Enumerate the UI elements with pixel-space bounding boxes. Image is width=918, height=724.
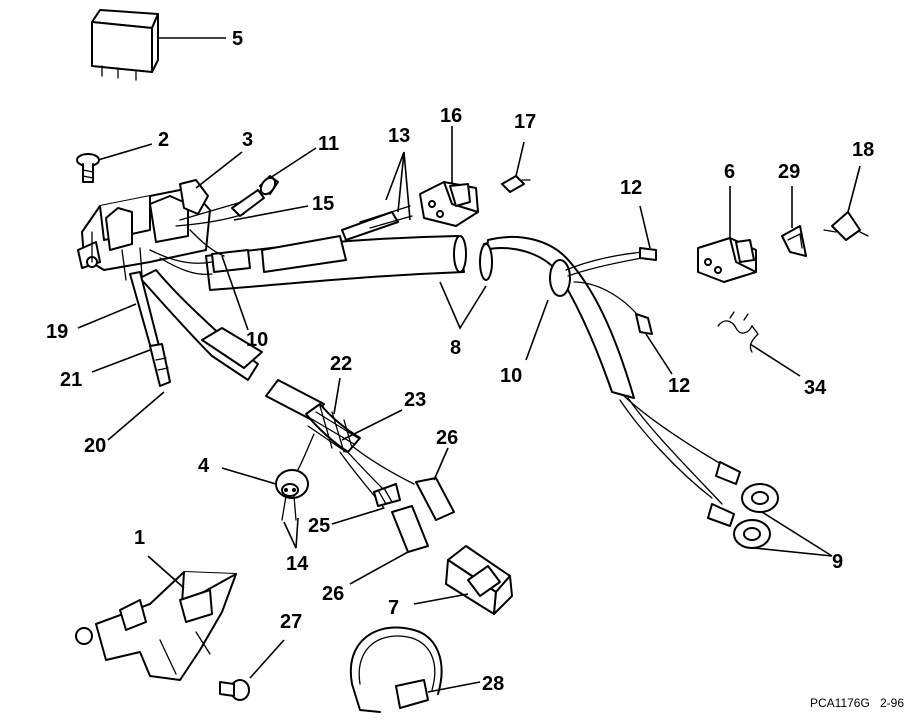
callout-17: 17 [514,111,536,133]
callout-9: 9 [832,551,843,573]
part-leads [565,247,657,335]
callout-7: 7 [388,597,399,619]
part-fuse-holder [231,175,279,217]
part-connector-6 [697,237,757,283]
part-wire-terminals [341,205,413,241]
callout-8: 8 [450,337,461,359]
callout-20: 20 [84,435,106,457]
wire-harness [139,195,635,509]
callout-26-top: 26 [436,427,458,449]
callout-34: 34 [804,377,827,399]
part-tie-strap [349,626,443,713]
callout-13: 13 [388,125,410,147]
callout-5: 5 [232,28,243,50]
callout-6: 6 [724,161,735,183]
callout-19: 19 [46,321,68,343]
callout-4: 4 [198,455,210,477]
part-terminal-block [77,179,211,281]
callout-29: 29 [778,161,800,183]
callout-3: 3 [242,129,253,151]
part-connector [419,181,479,227]
part-clip [823,211,869,241]
figure-code: PCA1176G 2-96 [810,696,904,710]
callout-26-bottom: 26 [322,583,344,605]
part-relay [91,9,159,81]
callout-25: 25 [308,515,330,537]
figure-date: 2-96 [880,696,904,710]
callout-12-top: 12 [620,177,642,199]
part-screw-27 [219,679,250,701]
callout-18: 18 [852,139,874,161]
callout-14: 14 [286,553,309,575]
part-grommet [781,225,807,257]
part-sensor-lead [129,271,171,387]
callout-labels: 5 2 3 11 13 16 17 15 12 6 29 18 19 10 8 … [46,28,874,695]
callout-15: 15 [312,193,334,215]
part-bracket [75,571,237,681]
leader-lines [77,37,861,693]
callout-10-left: 10 [246,329,268,351]
callout-12-bottom: 12 [668,375,690,397]
figure-id: PCA1176G [810,696,870,710]
part-bullet-connectors [373,477,455,553]
callout-27: 27 [280,611,302,633]
callout-11: 11 [318,133,339,155]
part-module [445,545,513,615]
part-pin [501,175,531,193]
part-screw [76,153,100,183]
callout-10-right: 10 [500,365,522,387]
callout-22: 22 [330,353,352,375]
callout-2: 2 [158,129,169,151]
part-ring-terminals [619,395,779,549]
part-sensor [275,469,309,521]
callout-1: 1 [134,527,145,549]
callout-23: 23 [404,389,426,411]
callout-16: 16 [440,105,462,127]
part-spring-clip [717,311,759,353]
callout-28: 28 [482,673,504,695]
callout-21: 21 [60,369,82,391]
